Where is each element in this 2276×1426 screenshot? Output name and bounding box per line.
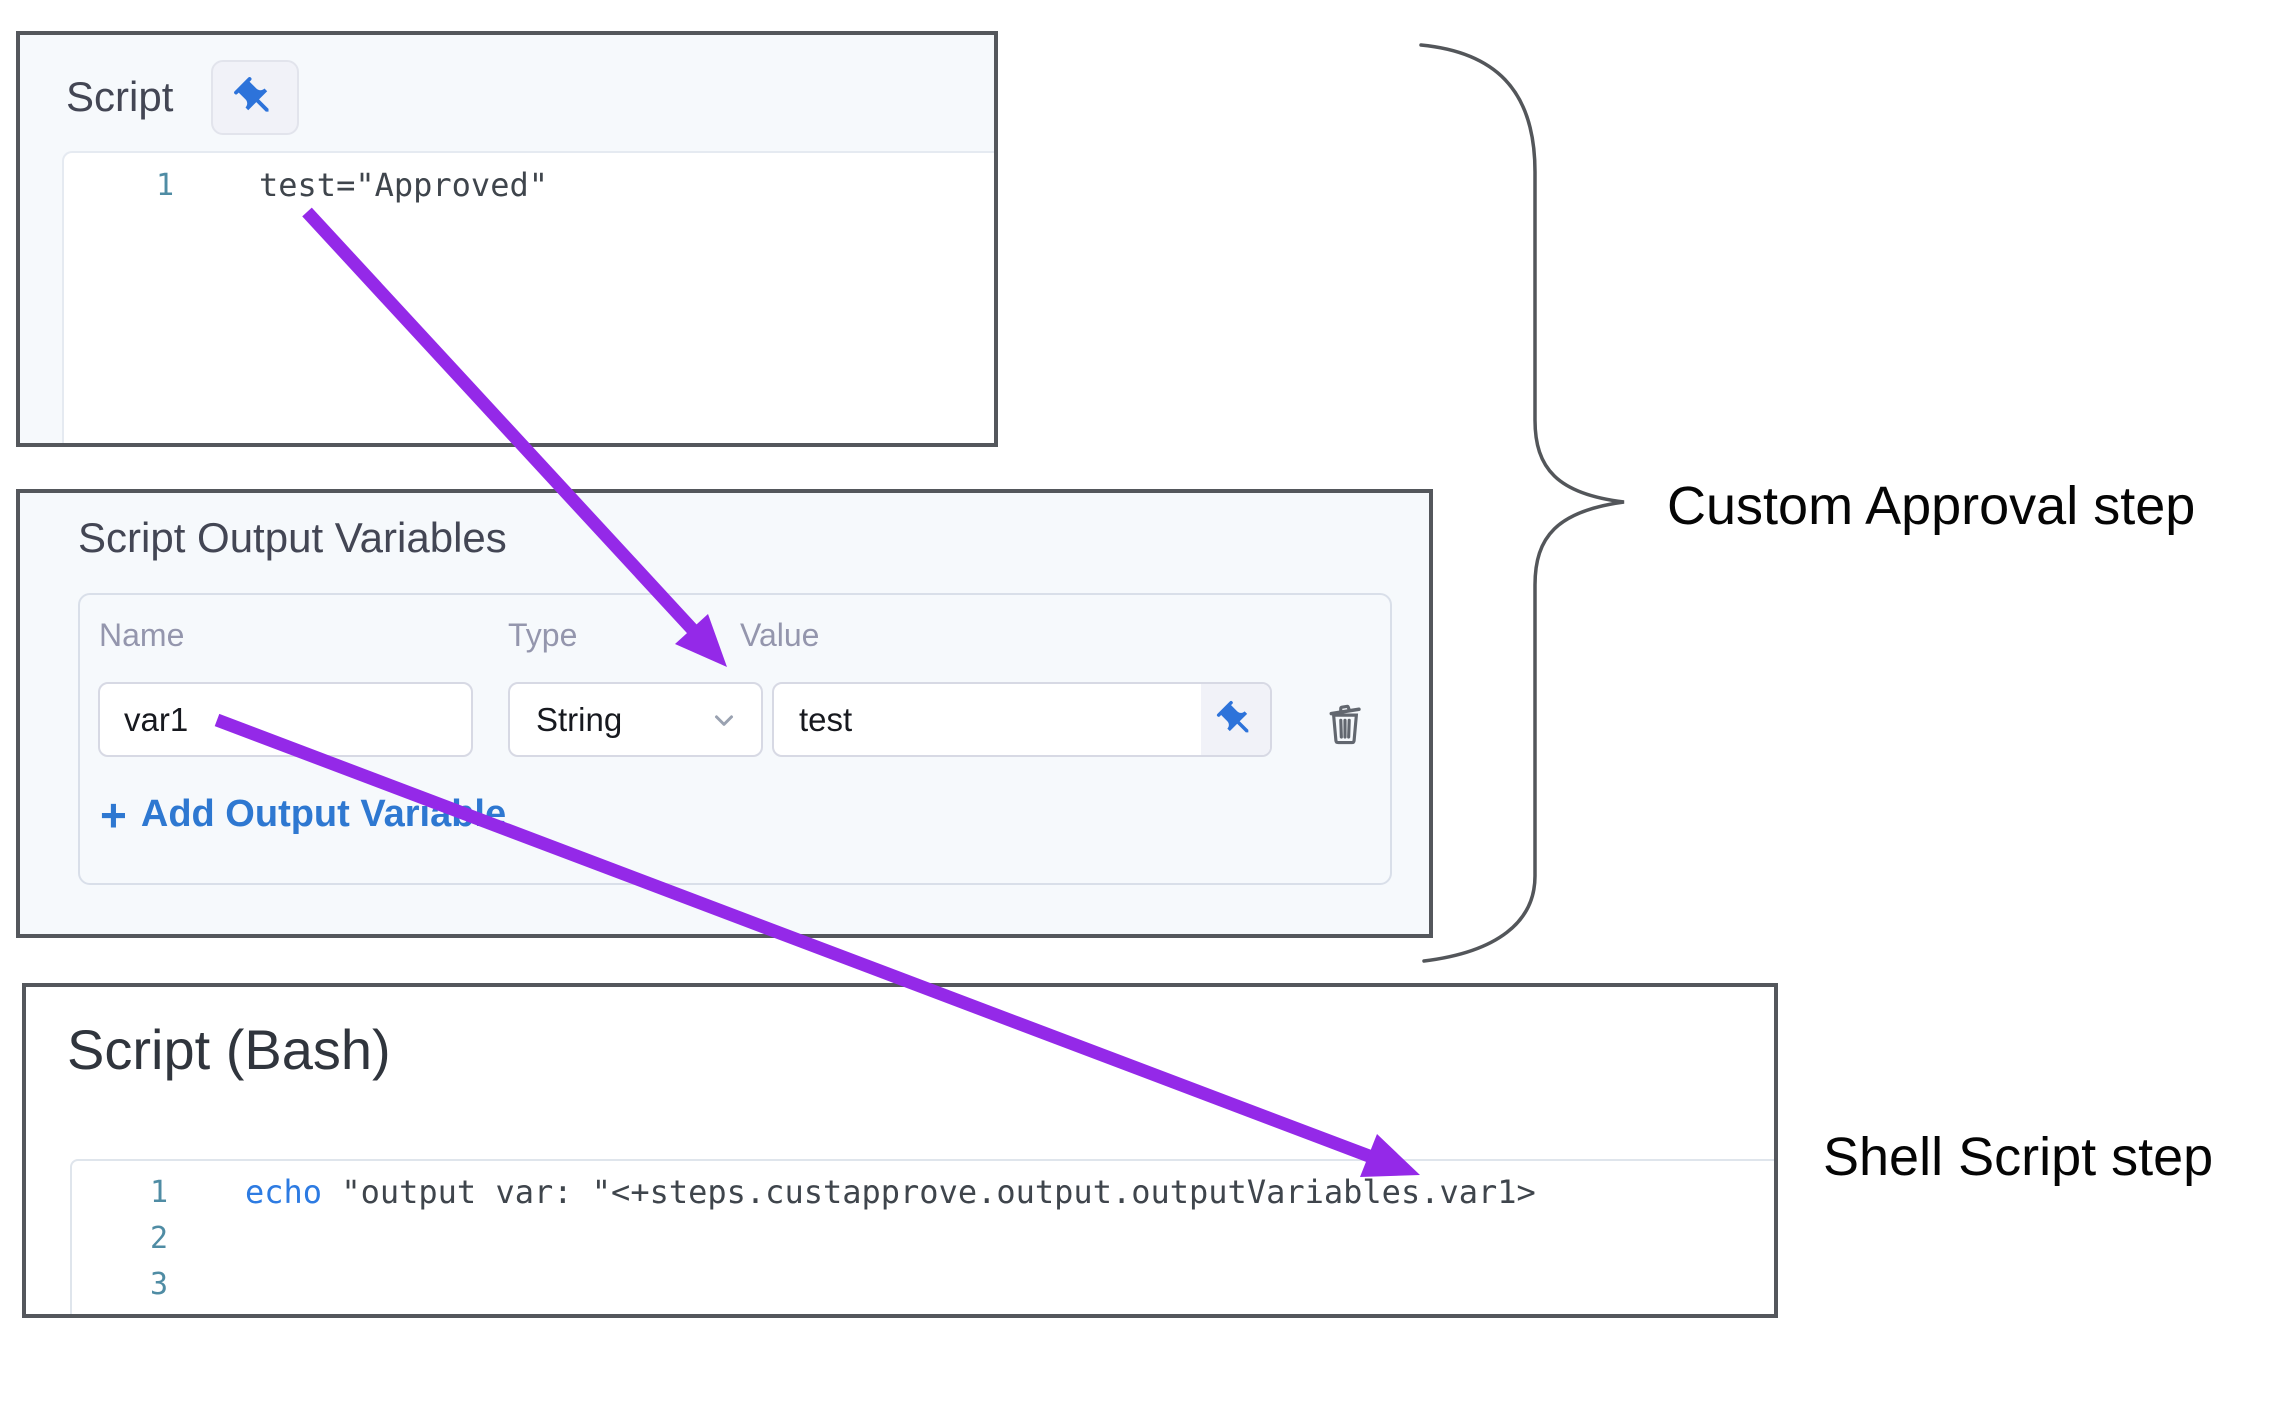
variable-value-input[interactable]: test (772, 682, 1272, 757)
value-column-label: Value (740, 617, 820, 653)
line-number: 1 (149, 1174, 168, 1210)
script-output-variables-panel: Script Output Variables Name Type Value … (16, 489, 1433, 938)
bash-panel-title: Script (Bash) (67, 1018, 391, 1081)
add-output-variable-button[interactable]: + Add Output Variable (100, 788, 507, 841)
code-line: 3 (72, 1261, 1774, 1307)
trash-icon (1324, 700, 1366, 746)
code-line: 1 test="Approved" (64, 162, 994, 208)
add-output-variable-label: Add Output Variable (140, 793, 507, 835)
bash-code-text: echo "output var: "<+steps.custapprove.o… (245, 1173, 1536, 1211)
delete-variable-button[interactable] (1325, 701, 1365, 745)
bash-code-rest: "output var: "<+steps.custapprove.output… (322, 1173, 1536, 1211)
variable-type-select[interactable]: String (508, 682, 763, 757)
custom-approval-step-label: Custom Approval step (1667, 476, 2196, 536)
script-code-text: test="Approved" (259, 166, 548, 204)
script-panel-title: Script (66, 73, 174, 120)
type-column-label: Type (508, 617, 578, 653)
code-line: 2 (72, 1215, 1774, 1261)
pushpin-icon (232, 75, 278, 121)
line-number: 3 (149, 1266, 168, 1302)
code-line: 1 echo "output var: "<+steps.custapprove.… (72, 1169, 1774, 1215)
line-number: 2 (149, 1220, 168, 1256)
plus-icon: + (100, 788, 127, 841)
variable-name-value: var1 (124, 700, 189, 738)
script-pin-button[interactable] (211, 60, 299, 135)
variable-type-value: String (536, 700, 623, 738)
shell-script-step-label: Shell Script step (1823, 1127, 2214, 1187)
custom-approval-script-panel: Script 1 test="Approved" (16, 31, 998, 447)
curly-brace (1419, 43, 1625, 963)
name-column-label: Name (99, 617, 185, 653)
variable-value-text: test (799, 700, 853, 738)
output-variables-title: Script Output Variables (78, 514, 507, 561)
variable-name-input[interactable]: var1 (98, 682, 473, 757)
echo-keyword: echo (245, 1173, 323, 1211)
value-pin-button[interactable] (1201, 684, 1270, 755)
bash-code-editor[interactable]: 1 echo "output var: "<+steps.custapprove.… (70, 1159, 1774, 1314)
line-number: 1 (155, 167, 174, 203)
shell-script-panel: Script (Bash) 1 echo "output var: "<+step… (22, 983, 1778, 1318)
output-variables-fieldset: Name Type Value var1 String test (78, 593, 1392, 885)
chevron-down-icon (709, 705, 739, 735)
script-code-editor[interactable]: 1 test="Approved" (62, 151, 994, 443)
pushpin-icon (1215, 699, 1257, 741)
